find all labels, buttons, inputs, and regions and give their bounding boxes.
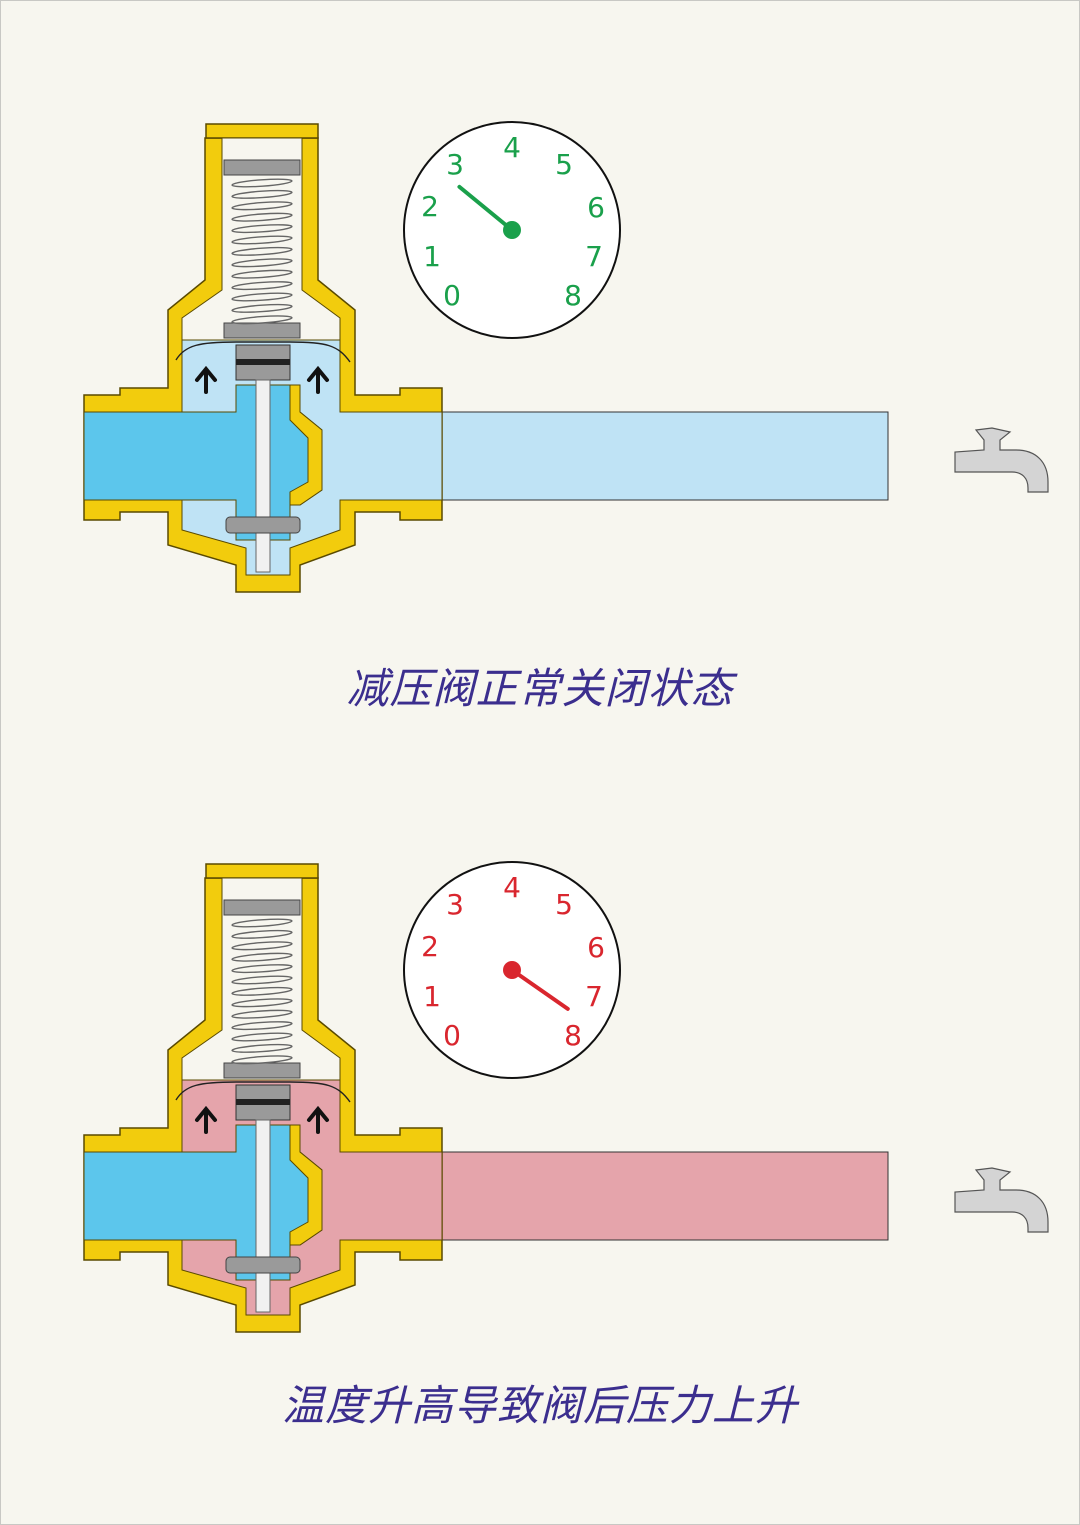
valve-diagram: 01 23 4 56 78 bbox=[83, 861, 1049, 1333]
gauge-needle bbox=[457, 184, 514, 232]
gauge-number: 5 bbox=[555, 148, 573, 181]
spring-coil bbox=[231, 235, 293, 245]
pressure-reducing-valve bbox=[83, 863, 1049, 1333]
gauge-hub bbox=[503, 961, 521, 979]
gauge-number: 1 bbox=[423, 980, 441, 1013]
spring-coil bbox=[231, 975, 293, 985]
gauge-needle bbox=[510, 968, 570, 1011]
pressure-gauge-icon: 01 23 4 56 78 bbox=[403, 861, 621, 1079]
spring-coil bbox=[231, 258, 293, 268]
spring-coil bbox=[231, 212, 293, 222]
spring-coil bbox=[231, 1055, 293, 1065]
gauge-number: 1 bbox=[423, 240, 441, 273]
gauge-number: 8 bbox=[564, 279, 582, 312]
gauge-number: 0 bbox=[443, 279, 461, 312]
faucet-icon bbox=[954, 1167, 1049, 1233]
spring-bottom-plate bbox=[223, 1062, 301, 1079]
gauge-number: 2 bbox=[421, 190, 439, 223]
spring-coil bbox=[231, 178, 293, 188]
diaphragm bbox=[175, 341, 351, 363]
gauge-number: 4 bbox=[503, 131, 521, 164]
gauge-number: 3 bbox=[446, 888, 464, 921]
valve-disc bbox=[225, 516, 301, 534]
spring-coil bbox=[231, 941, 293, 951]
gauge-number: 7 bbox=[585, 240, 603, 273]
arrow-up-icon bbox=[195, 365, 217, 394]
spring-top-plate bbox=[223, 899, 301, 916]
valve-seat bbox=[289, 1124, 323, 1246]
gauge-hub bbox=[503, 221, 521, 239]
piston-seal bbox=[236, 1099, 290, 1105]
valve-stem bbox=[255, 1119, 271, 1313]
gauge-number: 2 bbox=[421, 930, 439, 963]
diaphragm bbox=[175, 1081, 351, 1103]
valve-cap bbox=[205, 123, 319, 139]
valve-stem bbox=[255, 379, 271, 573]
spring-coil bbox=[231, 964, 293, 974]
spring-coil bbox=[231, 315, 293, 325]
spring-coil bbox=[231, 998, 293, 1008]
gauge-number: 3 bbox=[446, 148, 464, 181]
valve-seat bbox=[289, 384, 323, 506]
spring-coil bbox=[231, 1043, 293, 1053]
spring-coil bbox=[231, 1021, 293, 1031]
spring-bottom-plate bbox=[223, 322, 301, 339]
spring-coil bbox=[231, 224, 293, 234]
spring-coil bbox=[231, 201, 293, 211]
gauge-number: 0 bbox=[443, 1019, 461, 1052]
outlet-pipe bbox=[439, 411, 889, 501]
pressure-gauge-icon: 01 23 4 56 78 bbox=[403, 121, 621, 339]
spring-coil bbox=[231, 1032, 293, 1042]
valve-diagram: 01 23 4 56 78 bbox=[83, 121, 1049, 593]
gauge-number: 8 bbox=[564, 1019, 582, 1052]
spring-coil bbox=[231, 281, 293, 291]
caption-pressure-rise: 温度升高导致阀后压力上升 bbox=[281, 1381, 798, 1430]
spring-coil bbox=[231, 986, 293, 996]
arrow-up-icon bbox=[307, 1105, 329, 1134]
spring-coil bbox=[231, 269, 293, 279]
spring-coil bbox=[231, 929, 293, 939]
spring-coil bbox=[231, 303, 293, 313]
gauge-number: 4 bbox=[503, 871, 521, 904]
valve-cap bbox=[205, 863, 319, 879]
gauge-number: 5 bbox=[555, 888, 573, 921]
gauge-number: 6 bbox=[587, 191, 605, 224]
spring-top-plate bbox=[223, 159, 301, 176]
gauge-number: 7 bbox=[585, 980, 603, 1013]
gauge-number: 6 bbox=[587, 931, 605, 964]
spring-coil bbox=[231, 292, 293, 302]
spring-coil bbox=[231, 1009, 293, 1019]
spring-coil bbox=[231, 952, 293, 962]
spring-coil bbox=[231, 918, 293, 928]
faucet-icon bbox=[954, 427, 1049, 493]
spring-coil bbox=[231, 189, 293, 199]
outlet-pipe bbox=[439, 1151, 889, 1241]
arrow-up-icon bbox=[195, 1105, 217, 1134]
piston-seal bbox=[236, 359, 290, 365]
pressure-reducing-valve bbox=[83, 123, 1049, 593]
valve-disc bbox=[225, 1256, 301, 1274]
spring-coil bbox=[231, 246, 293, 256]
arrow-up-icon bbox=[307, 365, 329, 394]
caption-closed-state: 减压阀正常关闭状态 bbox=[346, 664, 734, 713]
